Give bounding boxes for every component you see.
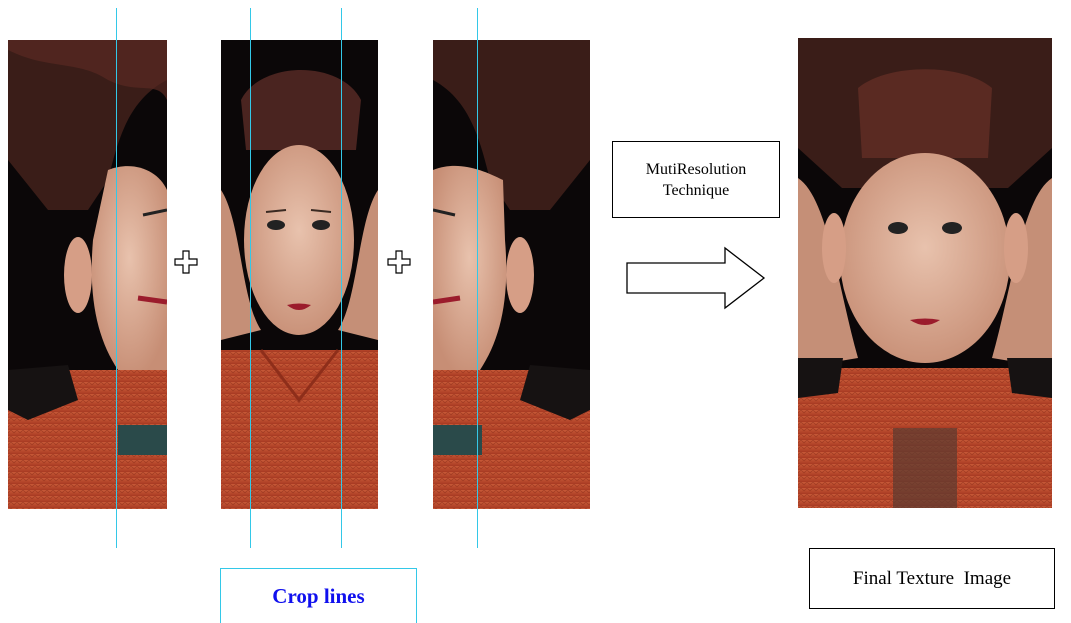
- crop-lines-label: Crop lines: [272, 584, 364, 609]
- final-texture-image: [798, 38, 1052, 508]
- front-face-image: [221, 40, 378, 509]
- technique-box: MutiResolution Technique: [612, 141, 780, 218]
- final-texture-label: Final Texture Image: [853, 568, 1011, 590]
- final-texture-label-box: Final Texture Image: [809, 548, 1055, 609]
- right-profile-image: [433, 40, 590, 509]
- crop-line: [477, 8, 478, 548]
- crop-lines-label-box: Crop lines: [220, 568, 417, 623]
- plus-icon: [387, 250, 411, 279]
- plus-icon: [174, 250, 198, 279]
- crop-line: [116, 8, 117, 548]
- left-profile-image: [8, 40, 167, 509]
- right-arrow-icon: [625, 246, 767, 315]
- crop-line: [341, 8, 342, 548]
- crop-line: [250, 8, 251, 548]
- technique-label: MutiResolution Technique: [641, 159, 751, 201]
